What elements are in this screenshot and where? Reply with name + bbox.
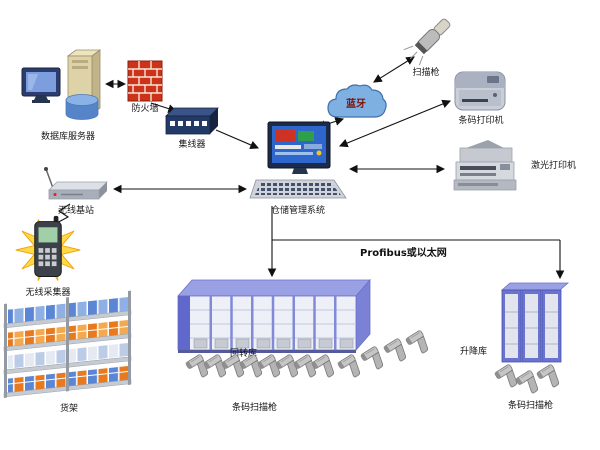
firewall-icon xyxy=(127,60,163,102)
bluetooth-cloud-node: 蓝牙 xyxy=(324,80,388,126)
laser-printer-icon xyxy=(453,140,517,191)
wireless-collector-node: 无线采集器 xyxy=(8,214,88,299)
wireless-station-icon xyxy=(44,167,108,200)
barcode-scanner-gun-icon xyxy=(314,352,338,380)
wms-label: 仓储管理系统 xyxy=(270,206,325,216)
database-server-label: 数据库服务器 xyxy=(40,132,95,142)
bluetooth-label: 蓝牙 xyxy=(346,99,366,110)
wms-computer-icon xyxy=(249,121,347,199)
shelf-label: 货架 xyxy=(59,404,78,414)
hub-label: 集线器 xyxy=(178,140,206,150)
scanners-right-label: 条码扫描枪 xyxy=(508,401,554,411)
lift-icon xyxy=(500,282,570,363)
firewall-node: 防火墙 xyxy=(125,60,165,115)
database-server-node: 数据库服务器 xyxy=(21,49,114,143)
shelf-node: 货架 xyxy=(0,290,138,415)
firewall-label: 防火墙 xyxy=(131,104,159,114)
lift-label: 升降库 xyxy=(460,347,488,357)
bus-label: Profibus或以太网 xyxy=(360,248,447,259)
wireless-station-node: 无线基站 xyxy=(40,166,112,217)
wireless-station-label: 无线基站 xyxy=(57,206,94,216)
carousel-icon xyxy=(177,278,371,353)
carousel-node: 回转库 xyxy=(172,276,372,374)
hub-icon xyxy=(165,107,219,135)
wms-node: 仓储管理系统 xyxy=(248,121,348,217)
barcode-printer-label: 条码打印机 xyxy=(458,116,504,126)
lift-node xyxy=(498,282,570,366)
hub-node: 集线器 xyxy=(164,106,220,151)
scan-gun-icon xyxy=(403,18,451,66)
wireless-collector-icon xyxy=(15,215,81,281)
scan-gun-label: 扫描枪 xyxy=(412,68,440,78)
database-server-icon xyxy=(21,49,102,120)
laser-printer-node: 激光打印机 xyxy=(446,138,576,194)
barcode-scanner-gun-icon xyxy=(408,328,432,356)
barcode-printer-node: 条码打印机 xyxy=(452,66,510,127)
scanner-gun-row-center xyxy=(188,352,332,380)
shelf-icon xyxy=(3,290,132,398)
barcode-scanner-gun-icon xyxy=(539,362,563,390)
barcode-printer-icon xyxy=(454,71,506,111)
wireless-collector-label: 无线采集器 xyxy=(25,288,71,298)
scanners-center-label: 条码扫描枪 xyxy=(232,403,278,413)
scan-gun-node: 扫描枪 xyxy=(400,18,452,79)
carousel-label: 回转库 xyxy=(230,349,258,359)
laser-printer-label: 激光打印机 xyxy=(530,160,576,171)
